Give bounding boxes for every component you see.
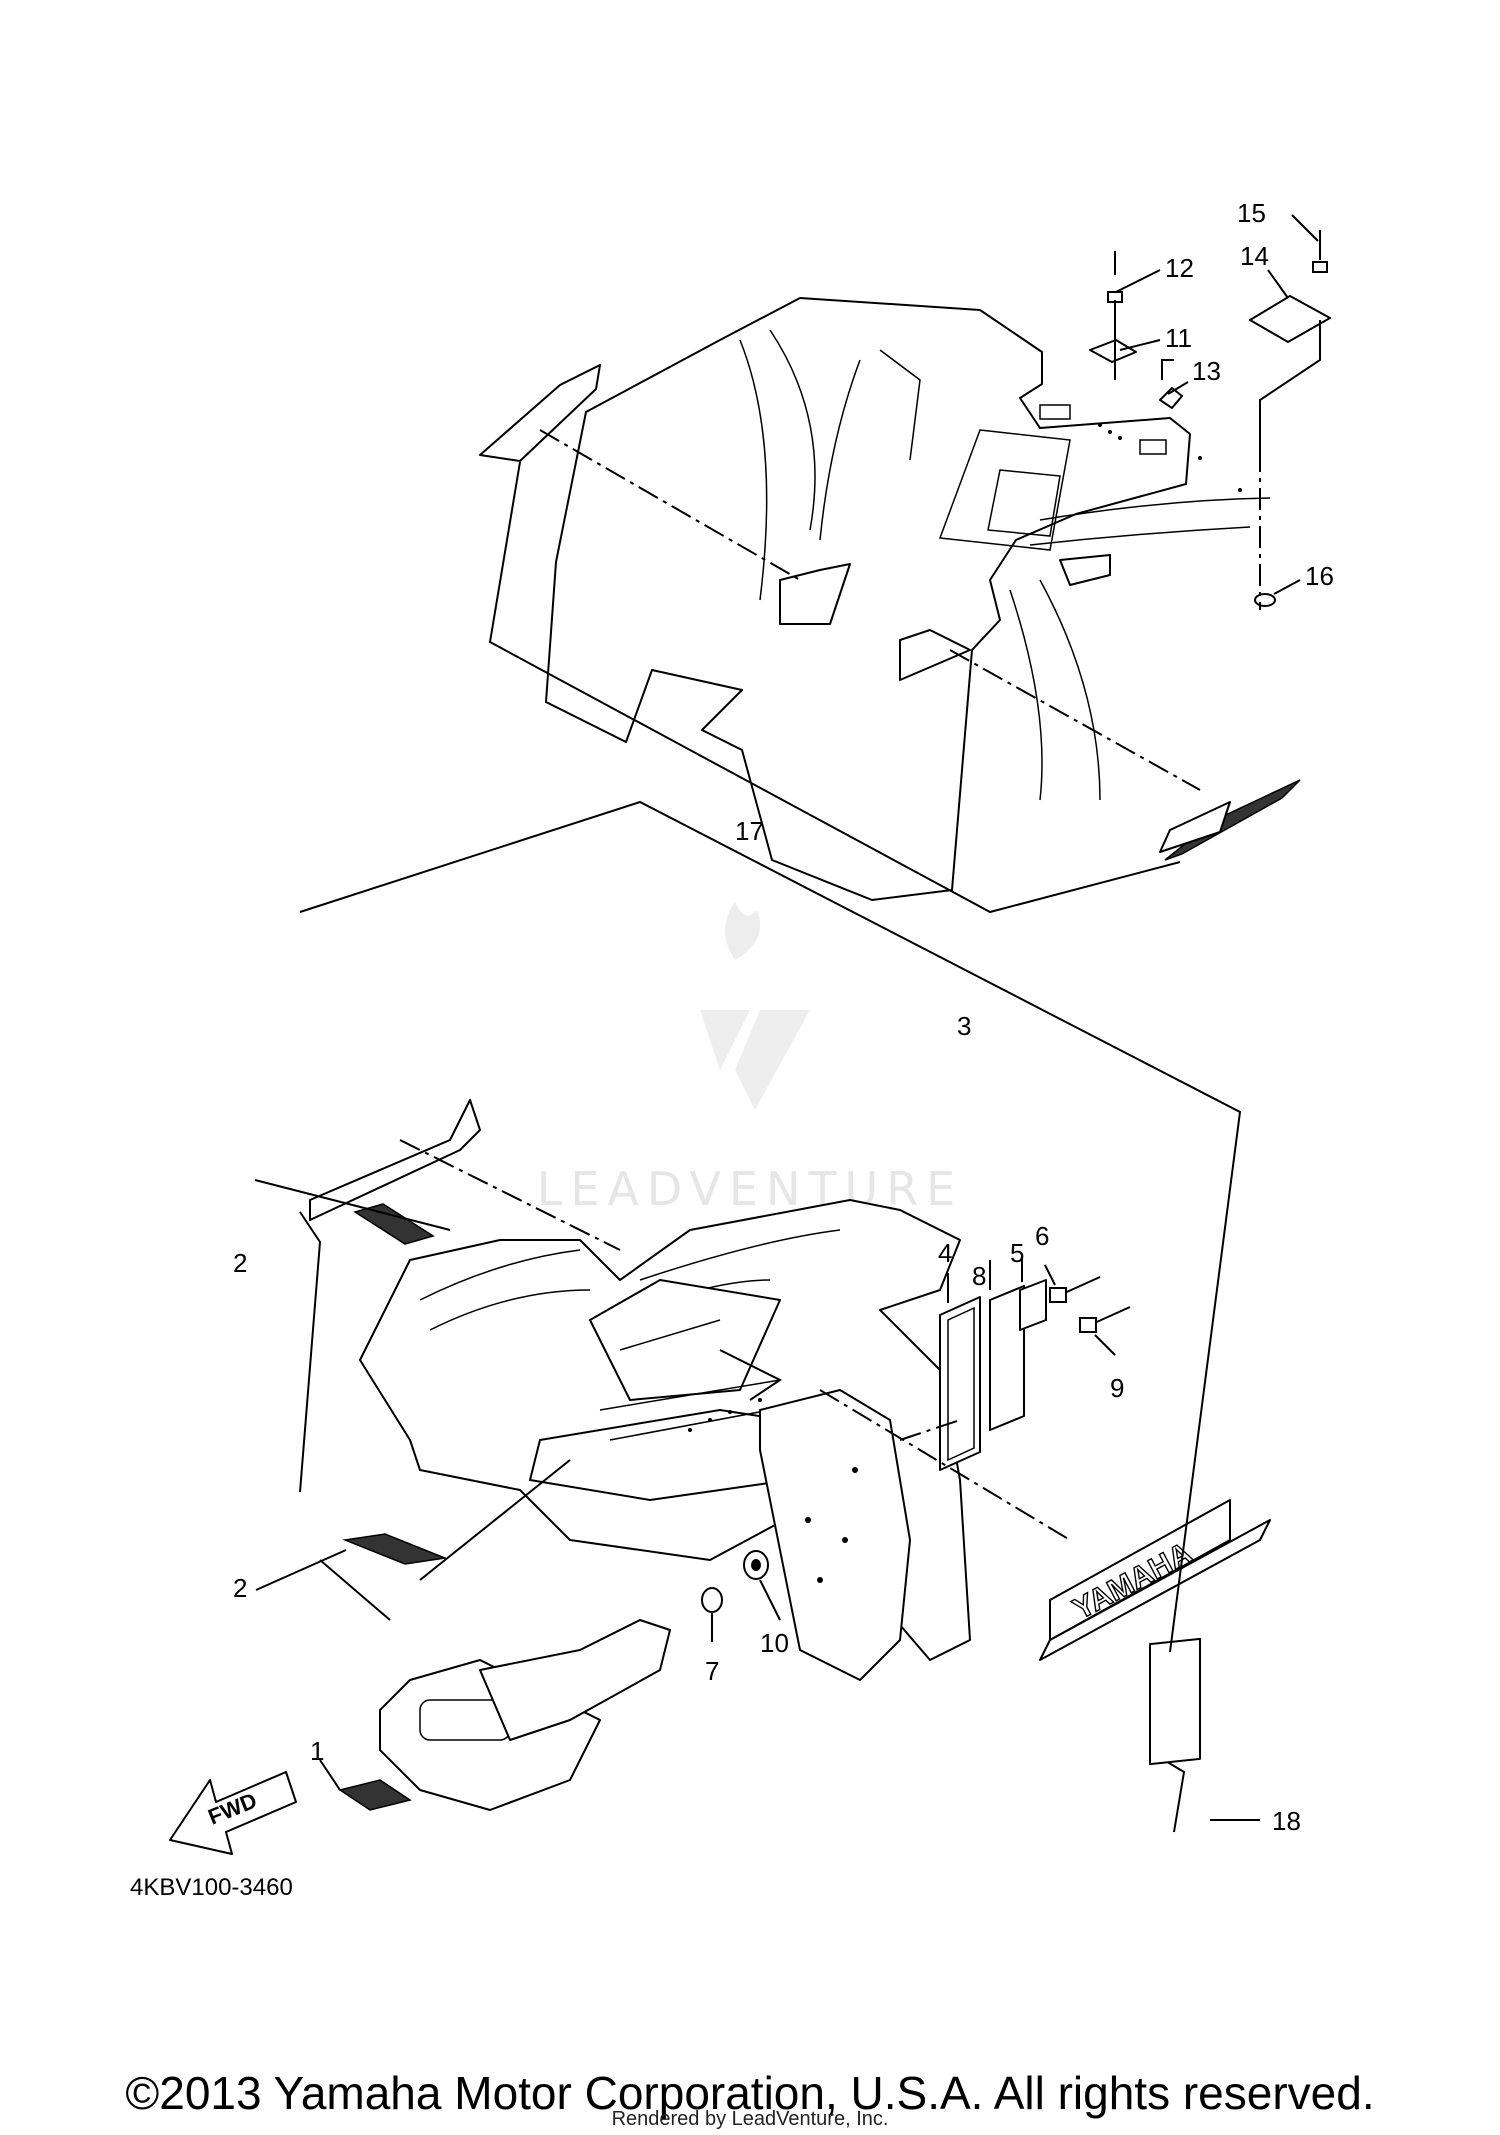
callout-10: 10: [760, 1628, 789, 1658]
callout-9: 9: [1110, 1373, 1124, 1403]
reflector-assembly: [939, 1276, 1131, 1471]
rendered-by-notice: Rendered by LeadVenture, Inc.: [611, 2108, 889, 2130]
callout-12: 12: [1165, 253, 1194, 283]
callout-5: 5: [1010, 1238, 1024, 1268]
bottom-leader-lines: [254, 800, 1260, 1821]
callout-3: 3: [957, 1011, 971, 1041]
right-rear-decal: [1159, 779, 1301, 861]
callout-14: 14: [1240, 241, 1269, 271]
front-washers: [701, 1550, 769, 1613]
callout-numbers: 12 14 15 11 13 16 17 3 2 2 4 8 5 6 9 7 1…: [233, 198, 1334, 1836]
fwd-arrow-icon: FWD: [169, 1771, 297, 1855]
top-leader-lines: [488, 214, 1321, 914]
callout-15: 15: [1237, 198, 1266, 228]
diagram-code: 4KBV100-3460: [130, 1874, 293, 1901]
callout-17: 17: [735, 816, 764, 846]
callout-1: 1: [310, 1736, 324, 1766]
callout-2-lower: 2: [233, 1573, 247, 1603]
front-decal-upper: [353, 1203, 435, 1245]
front-grille-panel: [379, 1619, 671, 1811]
front-left-decal: [309, 1099, 481, 1221]
front-emblem: [338, 1779, 412, 1811]
front-fender-assembly: [359, 1199, 971, 1681]
rear-small-parts: [1089, 230, 1331, 607]
callout-4: 4: [938, 1238, 952, 1268]
copyright-notice: ©2013 Yamaha Motor Corporation, U.S.A. A…: [125, 2067, 1375, 2119]
tag-label-part: [1149, 1637, 1201, 1833]
callout-18: 18: [1272, 1806, 1301, 1836]
yamaha-decal: YAMAHA: [1039, 1499, 1271, 1661]
callout-11: 11: [1165, 323, 1192, 353]
callout-13: 13: [1192, 356, 1221, 386]
callout-2-upper: 2: [233, 1248, 247, 1278]
callout-8: 8: [972, 1261, 986, 1291]
callout-6: 6: [1035, 1221, 1049, 1251]
callout-16: 16: [1305, 561, 1334, 591]
callout-7: 7: [705, 1656, 719, 1686]
front-decal-lower: [342, 1533, 448, 1565]
watermark-text: LEADVENTURE: [537, 1162, 964, 1216]
leadventure-watermark: LEADVENTURE: [537, 902, 964, 1216]
rear-fender-assembly: [545, 297, 1271, 901]
left-rear-decal: [479, 364, 601, 462]
